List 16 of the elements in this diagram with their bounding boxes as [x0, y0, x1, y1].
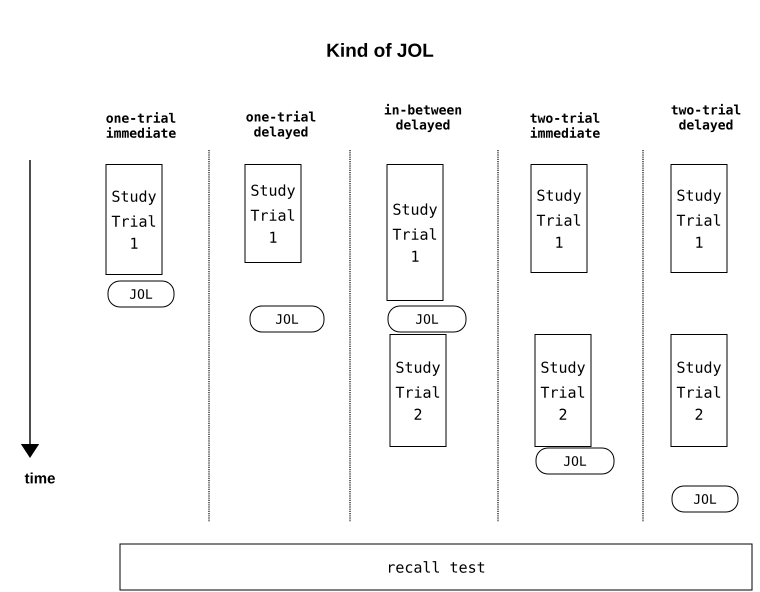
- study-trial-box: Study Trial 1: [530, 164, 588, 273]
- study-trial-box: Study Trial 2: [390, 334, 446, 447]
- study-trial-box: Study Trial 2: [670, 334, 728, 447]
- column-heading: one-trial delayed: [246, 110, 316, 140]
- study-trial-box: Study Trial 1: [386, 164, 444, 301]
- title: Kind of JOL: [327, 43, 434, 57]
- column-heading: one-trial immediate: [106, 112, 176, 138]
- column-heading: in-between delayed: [384, 104, 462, 132]
- study-trial-box: Study Trial 2: [534, 334, 592, 447]
- axis-label: time: [24, 472, 55, 484]
- column-heading: two-trial immediate: [530, 112, 600, 138]
- study-trial-box: Study Trial 1: [670, 164, 728, 273]
- study-trial-box: Study Trial 1: [244, 164, 302, 263]
- recall-test-box: recall test: [120, 544, 752, 590]
- study-trial-box: Study Trial 1: [106, 164, 162, 275]
- column-heading: two-trial delayed: [672, 104, 740, 132]
